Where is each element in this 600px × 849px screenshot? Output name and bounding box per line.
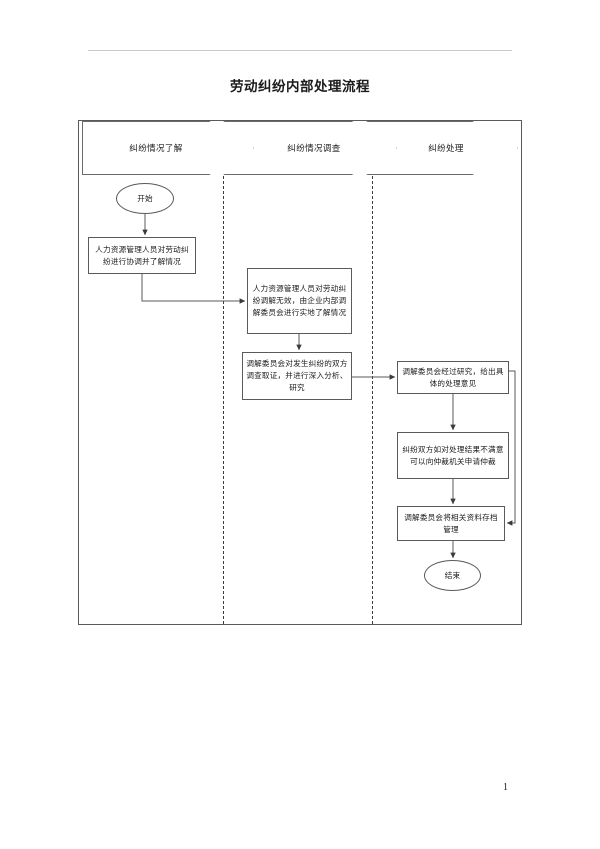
page-number: 1: [503, 782, 508, 793]
node-opinion-label: 调解委员会经过研究，给出具体的处理意见: [402, 366, 504, 388]
phase-banner: 纠纷情况了解 纠纷情况调查 纠纷处理: [79, 121, 521, 175]
node-arbitration-label: 纠纷双方如对处理结果不满意可以向仲裁机关申请仲裁: [402, 444, 504, 466]
node-end[interactable]: 结束: [424, 560, 481, 591]
node-end-label: 结束: [444, 570, 461, 580]
node-start-label: 开始: [137, 193, 153, 203]
lane-header-label-1: 纠纷情况了解: [129, 143, 183, 153]
lane-divider-2: [372, 176, 373, 624]
node-investigation-label: 调解委员会对发生纠纷的双方调查取证，并进行深入分析、研究: [246, 359, 348, 392]
node-committee-onsite[interactable]: 人力资源管理人员对劳动纠纷调解无效，由企业内部调解委员会进行实地了解情况: [247, 268, 352, 334]
node-opinion[interactable]: 调解委员会经过研究，给出具体的处理意见: [397, 361, 509, 394]
header-rule: [88, 50, 512, 51]
lane-divider-1: [223, 176, 224, 624]
node-committee-onsite-label: 人力资源管理人员对劳动纠纷调解无效，由企业内部调解委员会进行实地了解情况: [252, 284, 347, 317]
lane-header-label-3: 纠纷处理: [428, 143, 464, 153]
node-hr-coordination-label: 人力资源管理人员对劳动纠纷进行协调并了解情况: [95, 244, 189, 266]
node-archiving-label: 调解委员会将相关资料存档管理: [404, 512, 498, 534]
lane-header-nglqjlj[interactable]: 纠纷情况了解: [82, 121, 254, 175]
lane-header-label-2: 纠纷情况调查: [287, 143, 341, 153]
node-start[interactable]: 开始: [116, 183, 174, 214]
node-archiving[interactable]: 调解委员会将相关资料存档管理: [397, 506, 505, 541]
node-hr-coordination[interactable]: 人力资源管理人员对劳动纠纷进行协调并了解情况: [88, 237, 196, 274]
diagram-frame: [78, 120, 522, 625]
page-title: 劳动纠纷内部处理流程: [230, 79, 370, 95]
node-investigation[interactable]: 调解委员会对发生纠纷的双方调查取证，并进行深入分析、研究: [242, 352, 352, 400]
node-arbitration[interactable]: 纠纷双方如对处理结果不满意可以向仲裁机关申请仲裁: [397, 432, 509, 479]
